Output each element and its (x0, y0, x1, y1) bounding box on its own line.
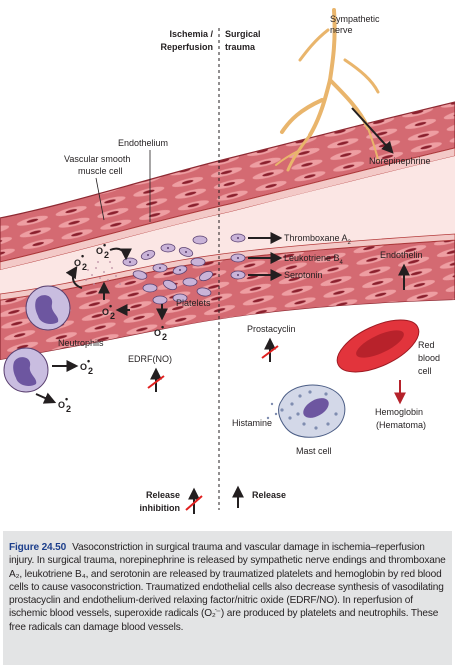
label-rbc-2: blood (418, 353, 440, 363)
svg-text:2: 2 (82, 262, 87, 272)
label-endothelium: Endothelium (118, 138, 168, 148)
label-hemoglobin-1: Hemoglobin (375, 407, 423, 417)
caption-text: Vasoconstriction in surgical trauma and … (9, 542, 446, 633)
label-histamine: Histamine (232, 418, 272, 428)
label-surgical: Surgical (225, 29, 261, 39)
legend-release-inhibition-1: Release (146, 490, 180, 500)
svg-text:2: 2 (88, 366, 93, 376)
superoxide-radical-mid: O 2 • (102, 301, 115, 321)
svg-text:O: O (154, 328, 161, 338)
figure-number: Figure 24.50 (9, 542, 67, 553)
superoxide-radical-top-left: O 2 • (74, 251, 87, 272)
label-edrf: EDRF(NO) (128, 354, 172, 364)
diagram: Ischemia / Reperfusion Surgical trauma S… (0, 8, 455, 514)
svg-text:O: O (58, 400, 65, 410)
red-slash-edrf (147, 375, 165, 389)
arrow-neutrophil-down (35, 392, 57, 404)
label-vsmc-2: muscle cell (78, 166, 123, 176)
svg-text:O: O (96, 246, 103, 256)
svg-text:2: 2 (110, 311, 115, 321)
label-trauma: trauma (225, 42, 256, 52)
radical-dots (85, 261, 121, 293)
superoxide-radical-neutrophil: O 2 • (80, 356, 93, 376)
label-mast-cell: Mast cell (296, 446, 332, 456)
svg-text:•: • (81, 251, 84, 261)
superoxide-radical-platelet: O 2 • (154, 322, 167, 342)
neutrophil-bottom (3, 347, 49, 393)
svg-text:O: O (102, 307, 109, 317)
red-slash-prostacyclin (261, 345, 279, 359)
label-platelets: Platelets (176, 298, 211, 308)
svg-text:•: • (87, 356, 90, 366)
label-rbc-1: Red (418, 340, 435, 350)
superoxide-radical-bottom: O 2 • (58, 394, 71, 414)
svg-text:•: • (65, 394, 68, 404)
neutrophil-top (25, 285, 71, 331)
svg-text:•: • (109, 301, 112, 311)
legend-release-inhibition-2: inhibition (140, 503, 181, 513)
label-rbc-3: cell (418, 366, 432, 376)
label-vsmc-1: Vascular smooth (64, 154, 130, 164)
label-leukotriene: Leukotriene B4 (284, 253, 344, 266)
svg-text:•: • (161, 322, 164, 332)
legend: Release inhibition Release (140, 485, 286, 514)
red-blood-cell (336, 319, 420, 373)
label-sympathetic-nerve-1: Sympathetic (330, 14, 380, 24)
arrow-norepinephrine (351, 107, 394, 154)
svg-text:2: 2 (66, 404, 71, 414)
svg-text:•: • (103, 240, 106, 250)
svg-text:2: 2 (162, 332, 167, 342)
label-norepinephrine: Norepinephrine (369, 156, 431, 166)
label-serotonin: Serotonin (284, 270, 323, 280)
label-ischemia: Ischemia / (169, 29, 213, 39)
label-thromboxane: Thromboxane A2 (284, 233, 352, 246)
svg-text:O: O (74, 258, 81, 268)
pointer-vsmc (95, 177, 105, 221)
label-prostacyclin: Prostacyclin (247, 324, 296, 334)
sympathetic-nerve (275, 8, 380, 172)
label-endothelin: Endothelin (380, 250, 423, 260)
arrow-radical-curve-top (109, 247, 132, 261)
label-sympathetic-nerve-2: nerve (330, 25, 353, 35)
legend-red-slash (185, 495, 203, 511)
legend-release: Release (252, 490, 286, 500)
label-neutrophils: Neutrophils (58, 338, 104, 348)
label-hemoglobin-2: (Hematoma) (376, 420, 426, 430)
arrow-radical-curve-left (65, 266, 83, 289)
label-reperfusion: Reperfusion (160, 42, 213, 52)
svg-text:O: O (80, 362, 87, 372)
svg-text:2: 2 (104, 250, 109, 260)
superoxide-radical-top: O 2 • (96, 240, 109, 260)
mast-cell (266, 384, 346, 438)
